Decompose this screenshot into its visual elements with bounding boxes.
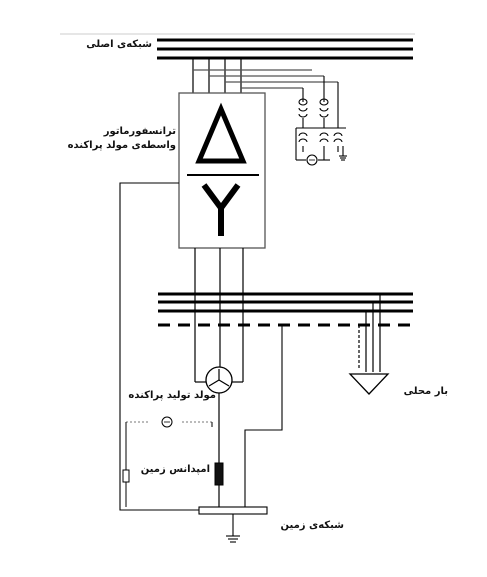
main-grid-busbars — [157, 38, 413, 60]
generator-label: مولد تولید پراکنده — [128, 390, 216, 401]
ground-bus-label: شبکه‌ی زمین — [280, 520, 344, 531]
local-load-icon — [348, 373, 390, 395]
measurement-transformers — [295, 76, 347, 161]
wye-winding-icon — [201, 183, 241, 236]
local-busbars — [158, 292, 413, 313]
generator-wye-symbol — [208, 369, 230, 387]
local-load-label: بار محلی — [403, 386, 448, 397]
transformer-label-line1: ترانسفورماتور — [103, 126, 176, 137]
measurement-loop — [125, 421, 213, 470]
transformer-secondary-conductors — [194, 248, 244, 382]
delta-winding-icon — [195, 102, 247, 164]
ground-impedance-label: امپدانس زمین — [140, 464, 210, 475]
transformer-label-line2: واسطه‌ی مولد پراکنده — [67, 140, 176, 151]
grid-to-transformer-conductors — [192, 58, 338, 93]
ground-impedance-icon — [214, 462, 224, 486]
neutral-ground-wire — [244, 325, 283, 507]
main-grid-label: شبکه‌ی اصلی — [86, 39, 152, 50]
transformer-case-ground-wire — [119, 182, 200, 511]
loop-resistor — [122, 469, 130, 483]
ground-bus-bar — [198, 506, 268, 515]
local-load-feeders — [358, 294, 381, 372]
earth-ground-icon — [226, 535, 240, 543]
